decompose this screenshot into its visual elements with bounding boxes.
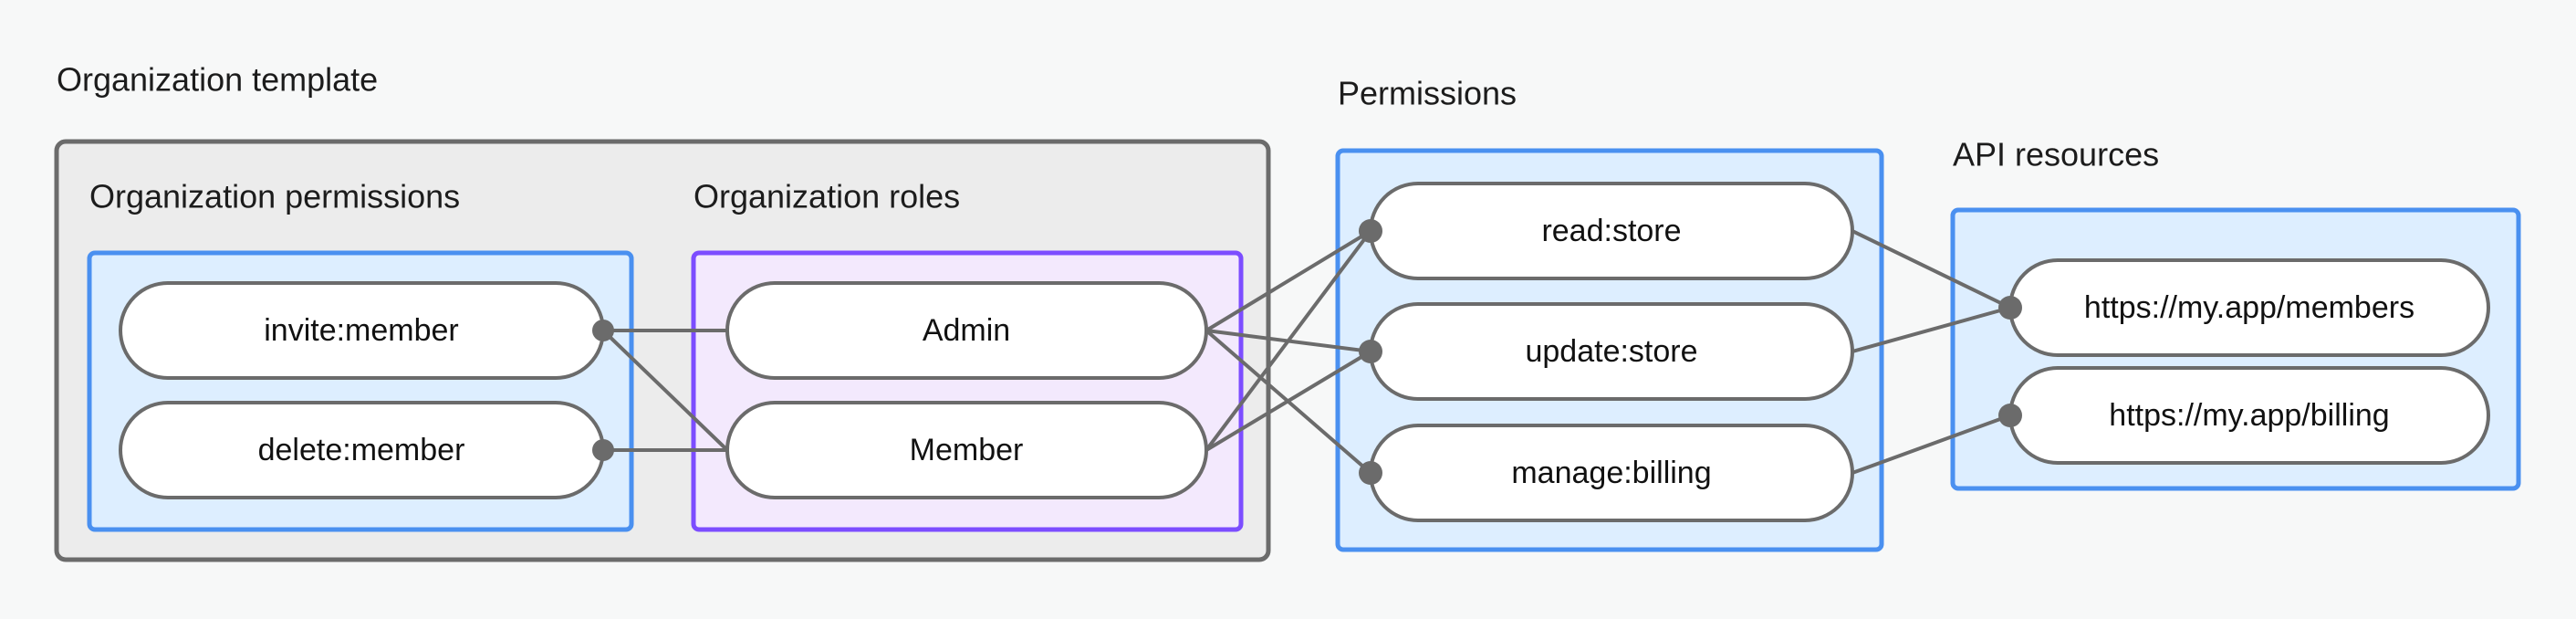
title-organization-roles: Organization roles (694, 178, 960, 215)
title-organization-permissions: Organization permissions (89, 178, 460, 215)
node-member[interactable]: Member (725, 401, 1208, 499)
node-members-url[interactable]: https://my.app/members (2008, 258, 2490, 357)
node-admin-shape[interactable] (725, 281, 1208, 380)
node-update-store[interactable]: update:store (1369, 302, 1854, 401)
title-organization-template: Organization template (57, 61, 378, 99)
node-invite-member-label: invite:member (264, 313, 459, 348)
node-invite-member[interactable]: invite:member (119, 281, 605, 380)
edge-layer-org-permissions-to-roles (601, 329, 729, 452)
node-manage-billing-label: manage:billing (1511, 456, 1711, 490)
node-read-store[interactable]: read:store (1369, 182, 1854, 280)
node-admin[interactable]: Admin (725, 281, 1208, 380)
edge-manage-billing-to-billing-url (1851, 414, 2011, 475)
connector-dot-delete-member-right (592, 439, 614, 461)
edge-member-to-read-store (1205, 229, 1372, 452)
connector-dot-manage-billing-left (1359, 461, 1382, 485)
edge-layer-permissions-to-api-resources (1851, 229, 2011, 475)
title-permissions: Permissions (1338, 75, 1517, 112)
node-admin-label: Admin (923, 313, 1010, 348)
edge-member-to-update-store (1205, 350, 1372, 452)
connector-dot-read-store-left (1359, 219, 1382, 243)
connector-dot-update-store-left (1359, 340, 1382, 363)
node-delete-member-label: delete:member (258, 433, 465, 467)
connector-dot-members-url-left (1998, 296, 2022, 320)
node-billing-url-label: https://my.app/billing (2109, 398, 2389, 433)
edge-invite-member-to-member (601, 329, 729, 452)
edge-update-store-to-members-url (1851, 306, 2011, 353)
edge-layer-roles-to-permissions (1205, 229, 1372, 475)
node-manage-billing[interactable]: manage:billing (1369, 424, 1854, 522)
node-member-shape[interactable] (725, 401, 1208, 499)
connector-dot-invite-member-right (592, 320, 614, 341)
title-api-resources: API resources (1953, 136, 2159, 173)
node-billing-url[interactable]: https://my.app/billing (2008, 366, 2490, 465)
connection-dots (592, 219, 2022, 485)
edge-read-store-to-members-url (1851, 229, 2011, 310)
node-delete-member[interactable]: delete:member (119, 401, 605, 499)
edge-admin-to-read-store (1205, 229, 1372, 332)
node-read-store-label: read:store (1541, 214, 1681, 248)
connector-dot-billing-url-left (1998, 404, 2022, 427)
node-member-label: Member (910, 433, 1024, 467)
node-update-store-label: update:store (1525, 334, 1697, 369)
node-members-url-label: https://my.app/members (2084, 290, 2414, 325)
